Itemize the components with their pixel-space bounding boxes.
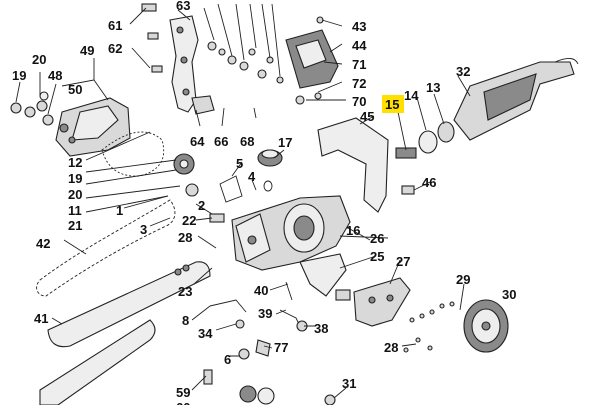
label-46: 46: [422, 175, 436, 190]
wheel: [463, 299, 509, 353]
label-17: 17: [278, 135, 292, 150]
brake-plate: [353, 277, 411, 327]
label-34: 34: [198, 326, 213, 341]
chain: [36, 199, 176, 297]
label-8: 8: [182, 313, 189, 328]
leader-lines: [15, 3, 471, 399]
label-19: 19: [12, 68, 26, 83]
label-38: 38: [314, 321, 328, 336]
label-15: 15: [385, 97, 399, 112]
label-41: 41: [34, 311, 48, 326]
label-42: 42: [36, 236, 50, 251]
label-20: 20: [32, 52, 46, 67]
front-guard: [317, 117, 389, 213]
label-2: 2: [198, 198, 205, 213]
label-27: 27: [396, 254, 410, 269]
label-50: 50: [68, 82, 82, 97]
gear-rings: [395, 121, 455, 195]
sprocket: [173, 153, 199, 197]
label-11: 11: [68, 203, 82, 218]
label-43: 43: [352, 19, 366, 34]
label-63: 63: [176, 0, 190, 13]
label-22: 22: [182, 213, 196, 228]
blade-cover: [299, 253, 351, 301]
label-28: 28: [178, 230, 192, 245]
label-59: 59: [176, 385, 190, 400]
label-3: 3: [140, 222, 147, 237]
label-31: 31: [342, 376, 356, 391]
label-39: 39: [258, 306, 272, 321]
switch-cover: [285, 29, 339, 89]
label-70: 70: [352, 94, 366, 109]
label-62: 62: [108, 41, 122, 56]
oil-pump: [203, 281, 336, 405]
label-48: 48: [48, 68, 62, 83]
label-4: 4: [248, 169, 256, 184]
label-60: 60: [176, 400, 190, 405]
highlight-box-15: [382, 95, 404, 113]
label-71: 71: [352, 57, 366, 72]
small-chain-loop: [101, 131, 165, 177]
part-labels: 61 63 43 44 62 20 49 19 48 50 71 72 70 3…: [12, 0, 516, 405]
label-44: 44: [352, 38, 367, 53]
sprocket-cover: [55, 97, 131, 157]
label-45: 45: [360, 109, 374, 124]
label-30: 30: [502, 287, 516, 302]
label-21: 21: [68, 218, 82, 233]
label-49: 49: [80, 43, 94, 58]
label-1: 1: [116, 203, 123, 218]
label-29: 29: [456, 272, 470, 287]
guide-bar-lower: [39, 319, 156, 405]
oil-cap: [257, 149, 283, 192]
label-23: 23: [178, 284, 192, 299]
label-14: 14: [404, 88, 419, 103]
label-12: 12: [68, 155, 82, 170]
label-19b: 19: [68, 171, 82, 186]
label-28b: 28: [384, 340, 398, 355]
small-screws: [403, 301, 455, 353]
label-13: 13: [426, 80, 440, 95]
rear-handle: [453, 58, 579, 141]
label-32: 32: [456, 64, 470, 79]
label-64: 64: [190, 134, 205, 149]
label-26: 26: [370, 231, 384, 246]
label-20b: 20: [68, 187, 82, 202]
nuts-and-washers: [10, 91, 54, 126]
label-61: 61: [108, 18, 122, 33]
guide-bar: [47, 261, 211, 348]
label-16: 16: [346, 223, 360, 238]
label-68: 68: [240, 134, 254, 149]
label-66: 66: [214, 134, 228, 149]
label-5: 5: [236, 156, 243, 171]
spring-bracket: [209, 175, 243, 223]
label-77: 77: [274, 340, 288, 355]
label-6: 6: [224, 352, 231, 367]
mounting-bracket: [169, 15, 215, 115]
label-72: 72: [352, 76, 366, 91]
label-25: 25: [370, 249, 384, 264]
label-40: 40: [254, 283, 268, 298]
main-housing: [231, 195, 351, 271]
